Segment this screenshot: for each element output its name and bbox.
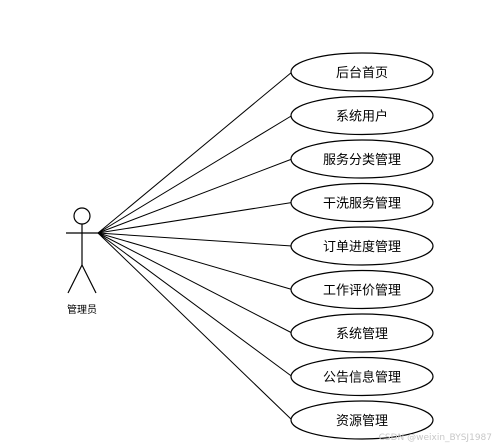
use-cases: 后台首页系统用户服务分类管理干洗服务管理订单进度管理工作评价管理系统管理公告信息…	[290, 52, 434, 440]
use-case-ellipse	[290, 400, 434, 440]
watermark: CSDN @weixin_BYSJ1987	[379, 433, 492, 443]
association-line	[97, 232, 293, 334]
use-case: 公告信息管理	[290, 356, 434, 397]
actor: 管理员	[66, 207, 98, 316]
actor-label: 管理员	[67, 303, 97, 316]
use-case-label: 工作评价管理	[323, 284, 401, 299]
use-case-label: 资源管理	[336, 414, 388, 429]
association-line	[97, 71, 293, 234]
association-line	[97, 232, 293, 377]
association-line	[97, 158, 293, 234]
use-case: 干洗服务管理	[290, 182, 434, 223]
use-case-label: 系统管理	[336, 327, 388, 342]
use-case: 系统管理	[290, 313, 434, 353]
use-case: 工作评价管理	[290, 269, 434, 310]
association-line	[97, 232, 293, 247]
use-case-ellipse	[290, 52, 434, 92]
use-case-ellipse	[290, 95, 434, 136]
actor-right-leg	[81, 264, 97, 294]
use-case-ellipse	[290, 182, 434, 223]
use-case-label: 订单进度管理	[323, 239, 401, 255]
association-lines	[97, 71, 293, 421]
association-line	[97, 232, 293, 421]
use-case: 服务分类管理	[290, 139, 434, 179]
use-case-label: 系统用户	[336, 109, 388, 125]
use-case-ellipse	[290, 139, 434, 179]
association-line	[97, 202, 293, 234]
use-case: 系统用户	[290, 95, 434, 136]
use-case-label: 干洗服务管理	[323, 196, 401, 212]
use-case: 后台首页	[290, 52, 434, 92]
use-case: 资源管理	[290, 400, 434, 440]
use-case-ellipse	[290, 356, 434, 397]
association-line	[97, 115, 293, 234]
use-case-label: 服务分类管理	[323, 152, 401, 168]
actor-head	[73, 207, 91, 225]
actor-left-leg	[67, 264, 83, 294]
use-case: 订单进度管理	[290, 226, 434, 266]
association-line	[97, 232, 293, 290]
use-case-ellipse	[290, 313, 434, 353]
use-case-ellipse	[290, 269, 434, 310]
use-case-ellipse	[290, 226, 434, 266]
use-case-label: 后台首页	[336, 66, 388, 81]
use-case-label: 公告信息管理	[323, 370, 401, 386]
